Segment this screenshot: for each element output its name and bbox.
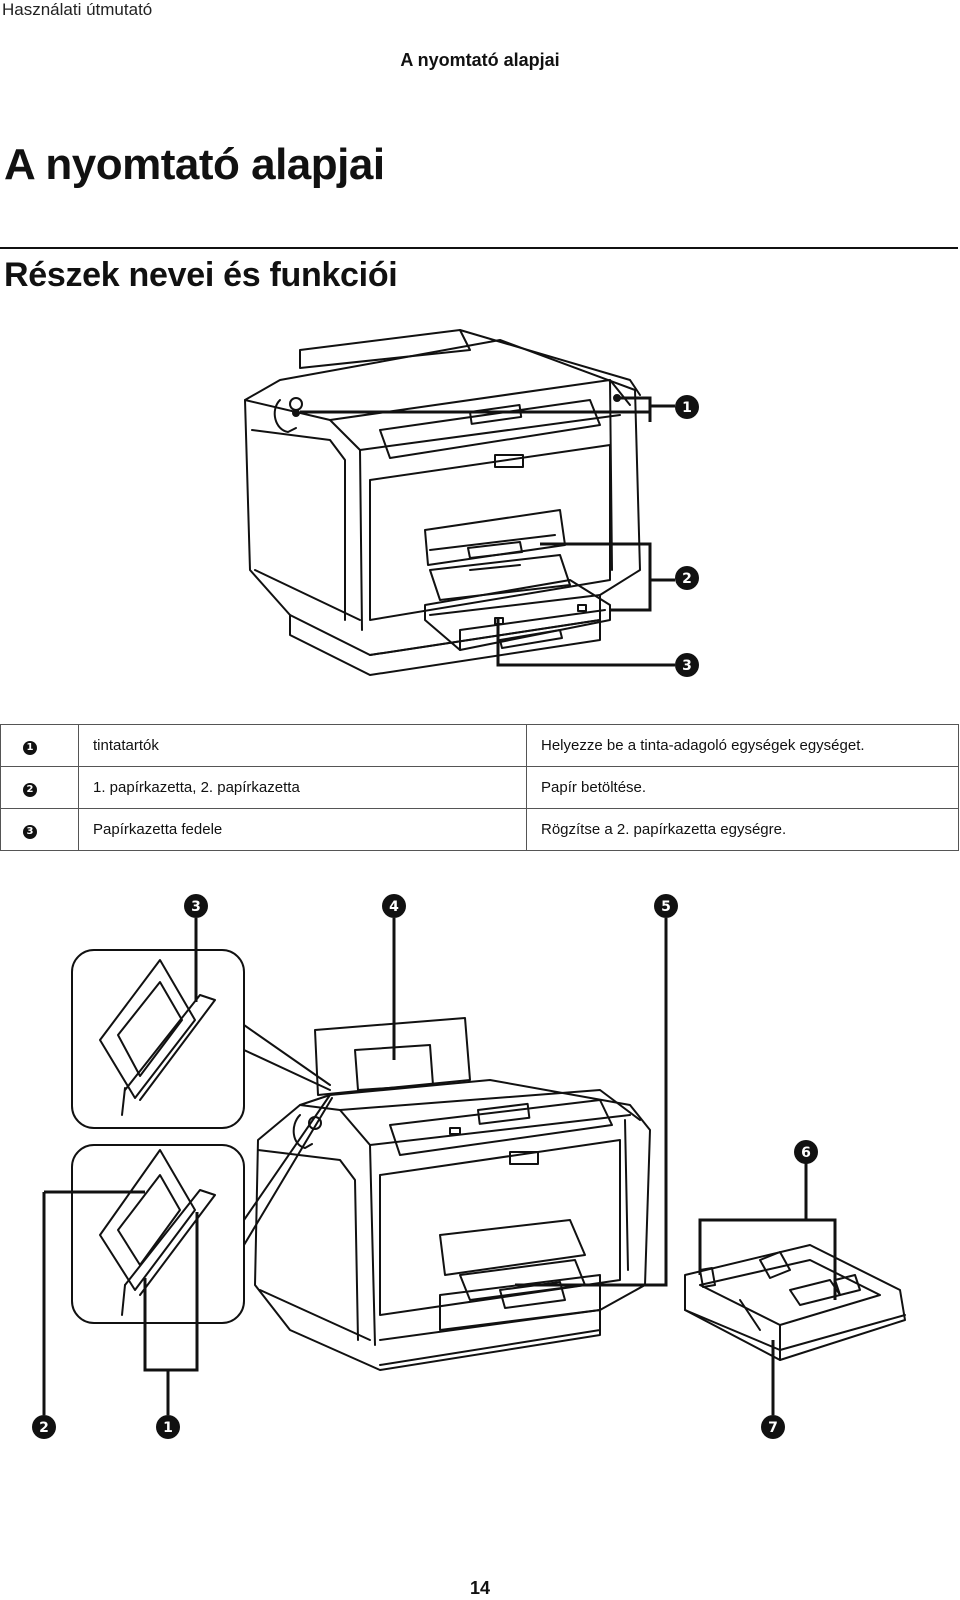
part-function: Rögzítse a 2. papírkazetta egységre.: [526, 808, 959, 851]
row-number-badge: 3: [23, 824, 37, 839]
table-row: 1 tintatartók Helyezze be a tinta-adagol…: [0, 724, 959, 767]
page-number: 14: [469, 1578, 491, 1598]
callout-2: 2: [682, 571, 692, 587]
section-header: A nyomtató alapjai: [400, 50, 560, 70]
part-function: Papír betöltése.: [526, 766, 959, 809]
row-number-cell: 3: [0, 808, 79, 851]
printer-detail-illustration: 3 4 5 6 2 1 7: [32, 894, 906, 1439]
part-name: Papírkazetta fedele: [78, 808, 527, 851]
callout-5: 5: [661, 899, 671, 915]
callout-2: 2: [39, 1420, 49, 1436]
part-name: tintatartók: [78, 724, 527, 767]
callout-1: 1: [163, 1420, 173, 1436]
part-function: Helyezze be a tinta-adagoló egységek egy…: [526, 724, 959, 767]
callout-4: 4: [389, 899, 399, 915]
callout-3: 3: [682, 658, 692, 674]
running-header: Használati útmutató: [2, 0, 153, 19]
figure2-callouts: 3 4 5 6 2 1 7: [32, 894, 818, 1439]
table-row: 2 1. papírkazetta, 2. papírkazetta Papír…: [0, 766, 959, 809]
title-divider: [0, 247, 958, 249]
row-number-badge: 2: [23, 782, 37, 797]
section-title: Részek nevei és funkciói: [4, 256, 398, 294]
callout-6: 6: [801, 1145, 811, 1161]
chapter-title: A nyomtató alapjai: [4, 140, 385, 189]
callout-7: 7: [768, 1420, 778, 1436]
callout-1: 1: [682, 400, 692, 416]
printer-front-illustration: 1 2 3: [244, 329, 699, 677]
row-number-cell: 2: [0, 766, 79, 809]
figure1-callouts: 1 2 3: [675, 395, 699, 677]
callout-3: 3: [191, 899, 201, 915]
part-name: 1. papírkazetta, 2. papírkazetta: [78, 766, 527, 809]
parts-table: 1 tintatartók Helyezze be a tinta-adagol…: [0, 724, 959, 851]
table-row: 3 Papírkazetta fedele Rögzítse a 2. papí…: [0, 808, 959, 851]
row-number-badge: 1: [23, 740, 37, 755]
row-number-cell: 1: [0, 724, 79, 767]
